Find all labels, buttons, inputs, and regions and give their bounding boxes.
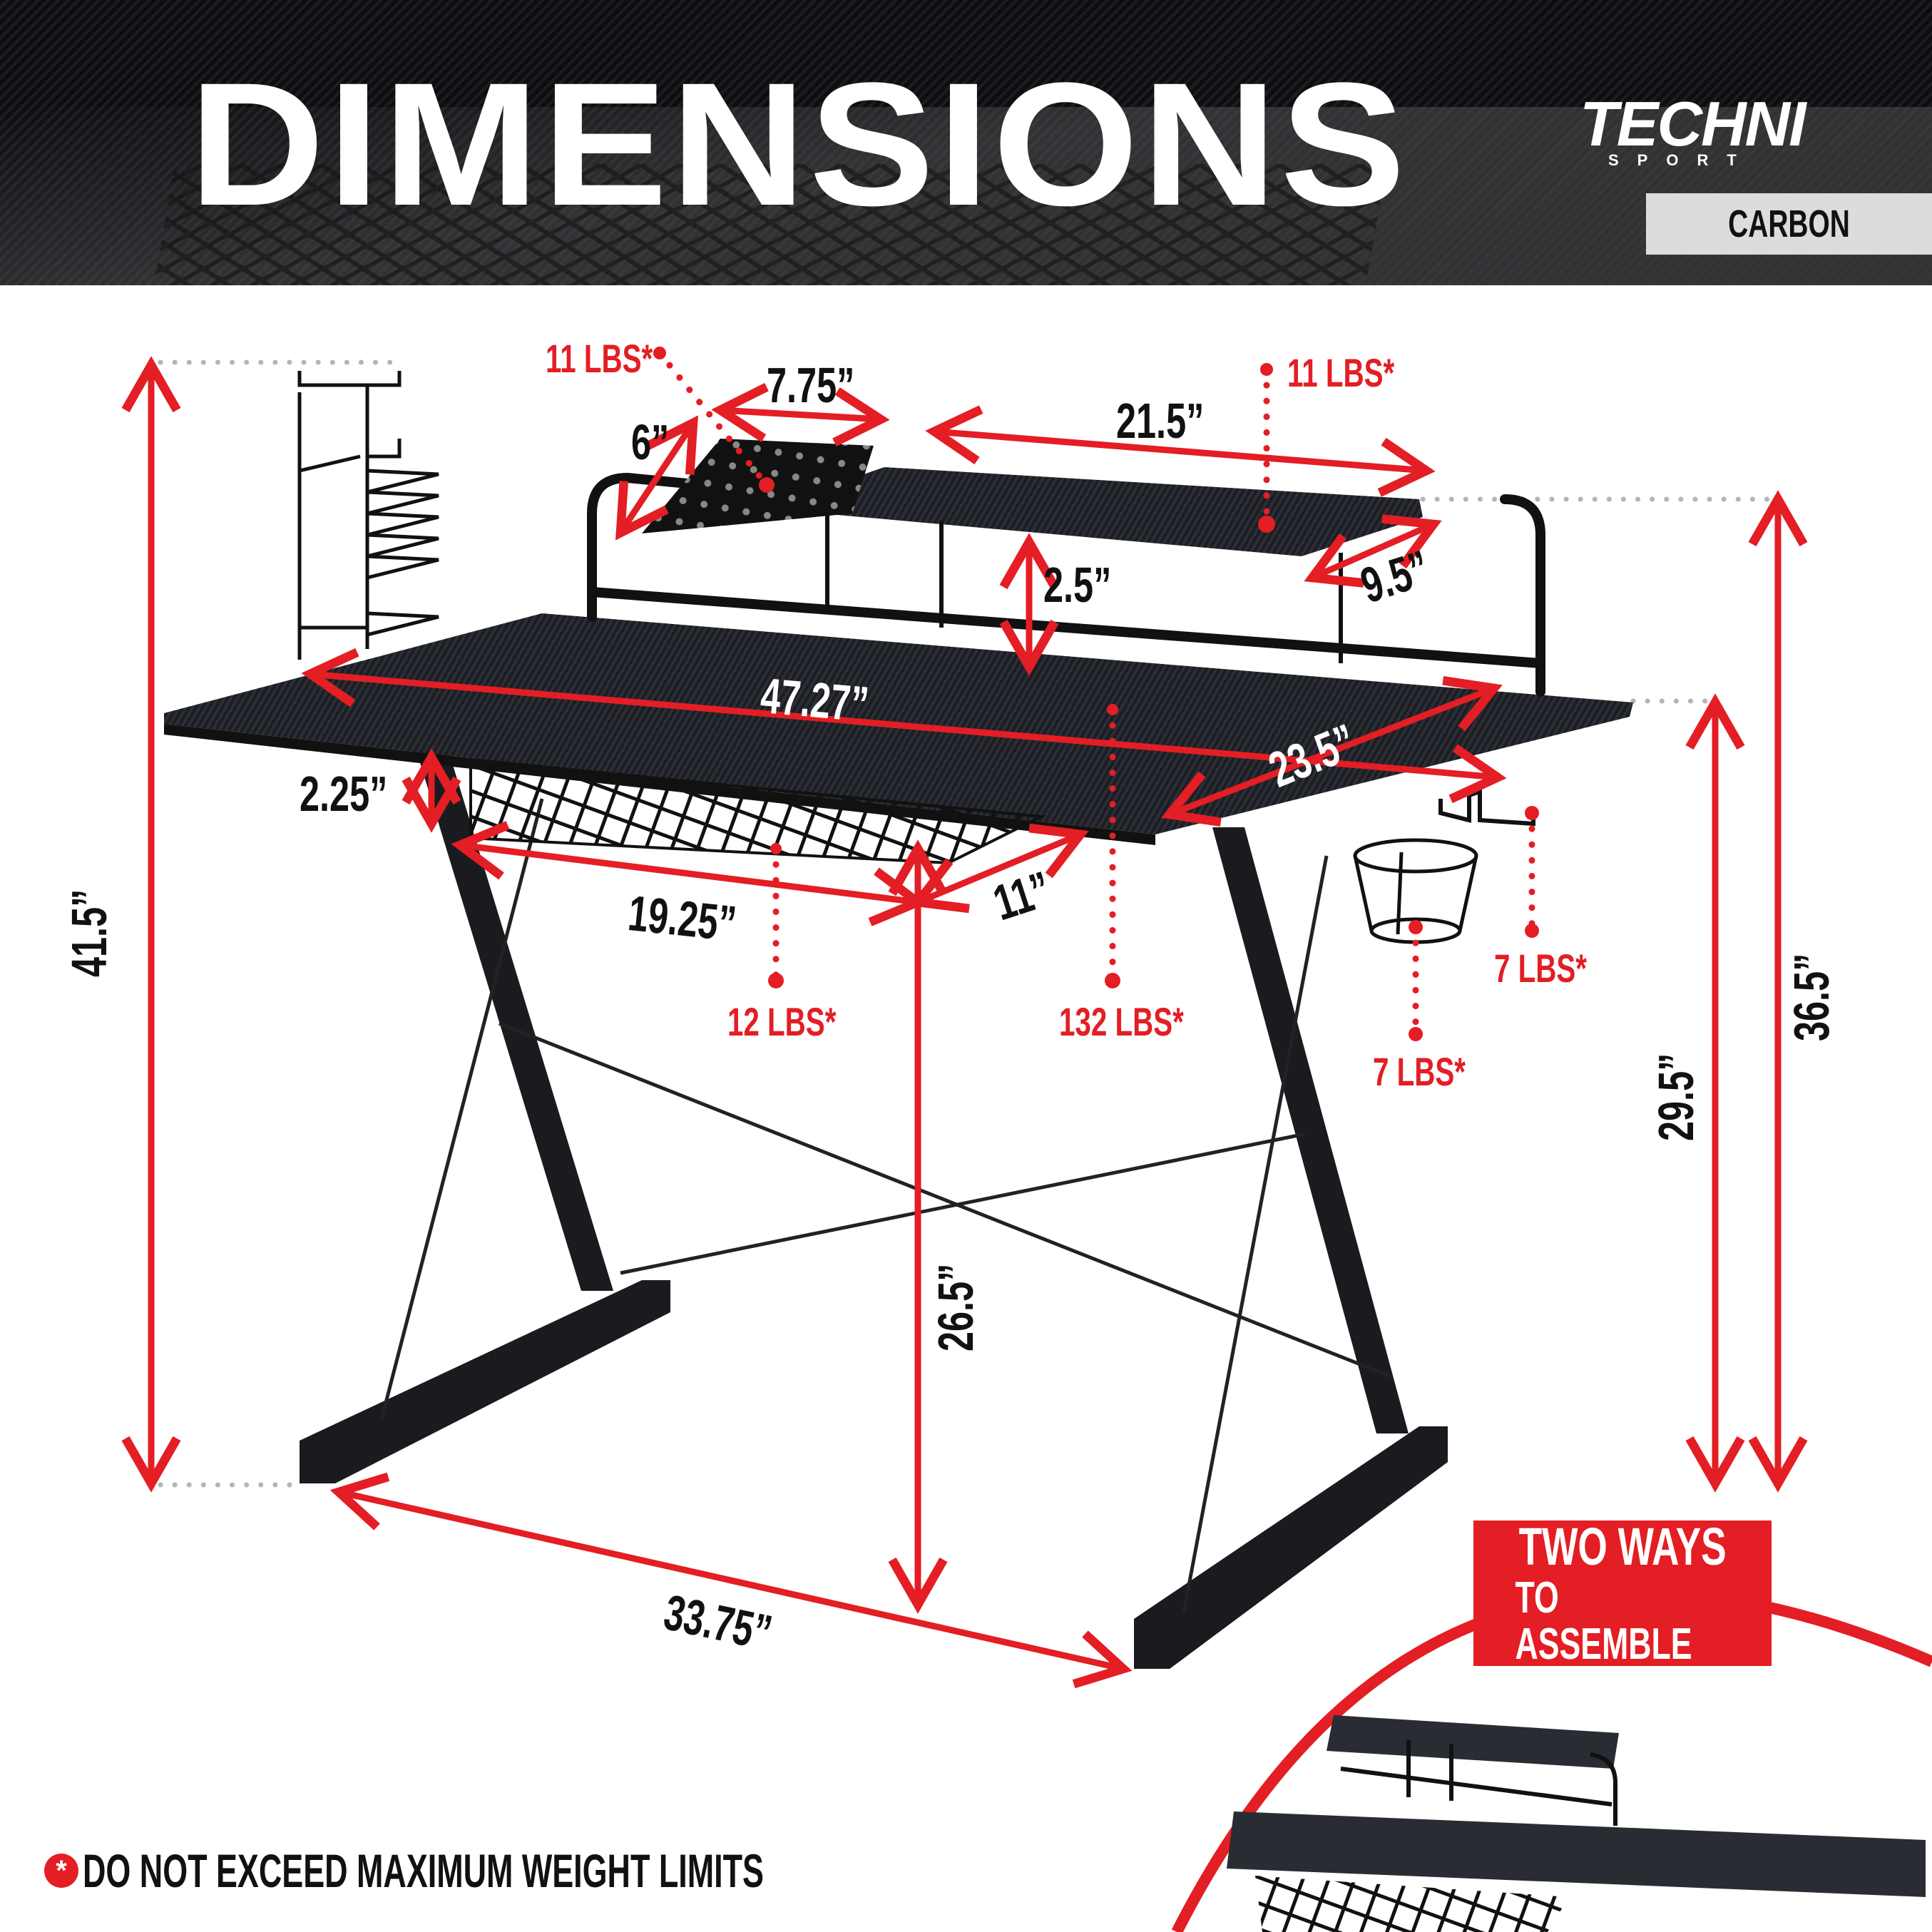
- weight-monitor-shelf: 11 LBS*: [1287, 350, 1395, 395]
- footer-note: * DO NOT EXCEED MAXIMUM WEIGHT LIMITS: [44, 1844, 1084, 1898]
- weight-tablet-shelf: 11 LBS*: [546, 336, 653, 381]
- controller-rack: [297, 371, 439, 660]
- callout-line-1: TWO WAYS: [1518, 1517, 1727, 1577]
- cup-holder: [1353, 838, 1478, 944]
- callout-line-2: TO ASSEMBLE: [1515, 1573, 1692, 1669]
- dimension-shelf-height: 36.5”: [1784, 953, 1839, 1041]
- desk-legs: [300, 742, 1448, 1669]
- dimension-total-height: 41.5”: [61, 889, 117, 977]
- two-ways-callout: TWO WAYS TO ASSEMBLE: [1473, 1517, 1772, 1669]
- weight-basket: 12 LBS*: [727, 999, 837, 1044]
- header-banner: DIMENSIONS TECHNI SPORT CARBON: [0, 0, 1932, 285]
- dimension-monitor-shelf-width: 21.5”: [1116, 393, 1205, 449]
- guide-lines: [158, 359, 1775, 1488]
- weight-headphone-hook: 7 LBS*: [1494, 946, 1587, 991]
- brand-tagline: SPORT: [1608, 151, 1755, 169]
- brand-name: TECHNI: [1580, 88, 1806, 159]
- weight-desktop: 132 LBS*: [1059, 999, 1184, 1044]
- weight-cup-holder: 7 LBS*: [1373, 1049, 1466, 1094]
- asterisk-icon: *: [44, 1854, 78, 1888]
- monitor-shelf: [781, 467, 1423, 556]
- weight-leaders: [656, 349, 1535, 1038]
- dimension-basket-width: 19.25”: [625, 885, 739, 952]
- brand-logo: TECHNI SPORT: [1580, 88, 1806, 170]
- dimension-desk-height: 29.5”: [1648, 1053, 1704, 1141]
- dimension-lines: [121, 356, 1808, 1689]
- weight-leader-dots: [653, 347, 1539, 1041]
- dimension-basket-height: 2.25”: [300, 766, 388, 822]
- dimension-tablet-shelf-depth: 6”: [631, 414, 670, 470]
- dimension-tablet-shelf-width: 7.75”: [767, 357, 855, 413]
- variant-badge: CARBON: [1646, 193, 1932, 255]
- page-title: DIMENSIONS: [189, 46, 1409, 242]
- dimension-monitor-shelf-clearance: 2.5”: [1043, 557, 1112, 613]
- weight-warning-text: DO NOT EXCEED MAXIMUM WEIGHT LIMITS: [83, 1844, 764, 1897]
- tablet-shelf: [642, 439, 874, 533]
- headphone-hook: [1438, 788, 1535, 827]
- alt-assembly-inset: [1171, 1587, 1932, 1932]
- dimension-under-clearance: 26.5”: [928, 1263, 983, 1351]
- variant-label: CARBON: [1728, 203, 1850, 245]
- dimension-desk-width: 47.27”: [758, 668, 872, 732]
